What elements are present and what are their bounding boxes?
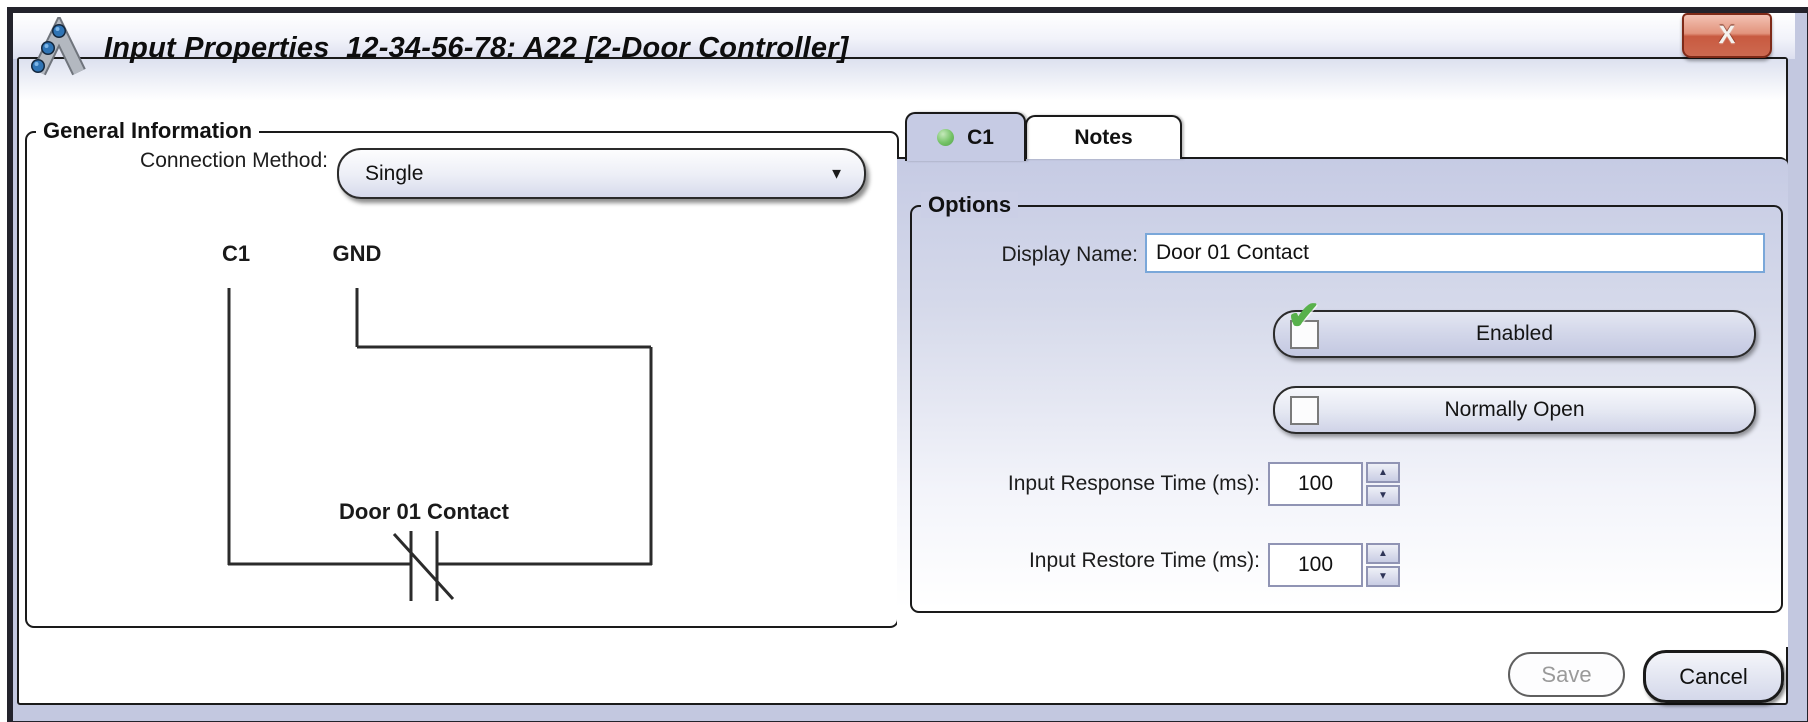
terminal-label-c1: C1: [222, 241, 250, 266]
enabled-label: Enabled: [1475, 322, 1554, 345]
input-response-time-label: Input Response Time (ms):: [1007, 472, 1260, 495]
normally-open-checkbox: [1290, 396, 1319, 425]
enabled-checkbox: [1290, 320, 1319, 349]
tab-notes[interactable]: Notes: [1025, 115, 1182, 159]
general-information-legend: General Information: [36, 118, 260, 144]
general-information-group: General Information: [25, 118, 899, 628]
tab-notes-label: Notes: [1074, 126, 1133, 149]
input-response-time-stepper: ▲ ▼: [1366, 462, 1400, 506]
spin-up-icon[interactable]: ▲: [1366, 543, 1400, 564]
close-icon: X: [1718, 21, 1736, 49]
titlebar-content: Input Properties 12-34-56-78: A22 [2-Doo…: [26, 16, 849, 80]
window-title: Input Properties 12-34-56-78: A22 [2-Doo…: [104, 31, 849, 64]
contact-label: Door 01 Contact: [339, 499, 510, 524]
options-legend: Options: [921, 192, 1019, 218]
input-restore-time-stepper: ▲ ▼: [1366, 543, 1400, 587]
cancel-button-label: Cancel: [1679, 663, 1748, 689]
connection-method-select[interactable]: Single ▼: [337, 148, 866, 199]
display-name-input[interactable]: [1145, 233, 1765, 273]
chevron-down-icon: ▼: [829, 165, 844, 182]
display-name-label: Display Name:: [1001, 243, 1138, 266]
app-logo-icon: [31, 17, 86, 76]
spin-down-icon[interactable]: ▼: [1366, 566, 1400, 587]
normally-open-toggle-button[interactable]: Normally Open: [1273, 386, 1756, 434]
title-bar: [13, 13, 1795, 59]
check-icon: ✔: [1287, 294, 1321, 338]
enabled-toggle-button[interactable]: ✔ Enabled: [1273, 296, 1756, 358]
close-button[interactable]: X: [1682, 13, 1772, 58]
connection-method-label: Connection Method:: [140, 149, 328, 172]
status-dot-icon: [937, 129, 955, 146]
spin-down-icon[interactable]: ▼: [1366, 485, 1400, 506]
contact-nc-slash: [392, 532, 455, 601]
cancel-button[interactable]: Cancel: [1643, 650, 1784, 703]
input-restore-time-field[interactable]: 100: [1268, 543, 1363, 587]
save-button[interactable]: Save: [1508, 652, 1625, 697]
input-response-time-field[interactable]: 100: [1268, 462, 1363, 506]
wiring-diagram: C1 GND Door 01 Contact: [222, 241, 653, 601]
normally-open-label: Normally Open: [1444, 398, 1585, 421]
terminal-label-gnd: GND: [333, 241, 382, 266]
tab-c1[interactable]: C1: [905, 112, 1026, 161]
input-restore-time-label: Input Restore Time (ms):: [1028, 549, 1260, 572]
save-button-label: Save: [1541, 661, 1592, 687]
tab-c1-label: C1: [967, 125, 994, 149]
spin-up-icon[interactable]: ▲: [1366, 462, 1400, 483]
options-group: Options: [910, 192, 1783, 613]
connection-method-value: Single: [365, 161, 424, 185]
